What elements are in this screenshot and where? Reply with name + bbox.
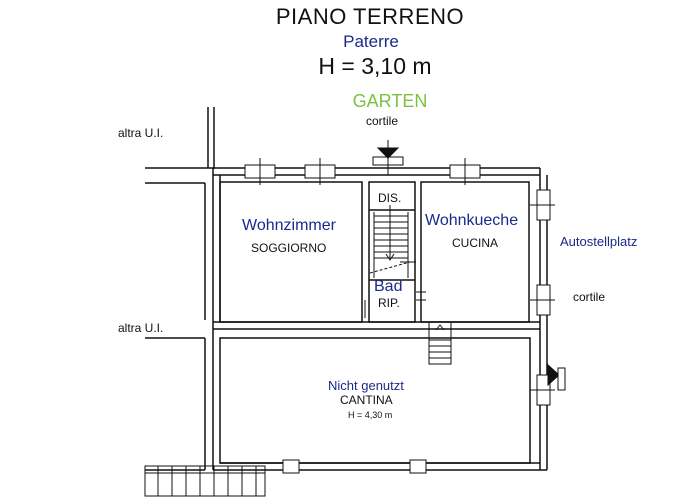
label-cucina: CUCINA — [452, 236, 499, 250]
label-cantina: CANTINA — [340, 393, 393, 407]
steps-cantina — [428, 321, 452, 365]
ceiling-height: H = 3,10 m — [318, 53, 432, 79]
steps-exterior — [144, 465, 266, 497]
label-altra-ui-top: altra U.I. — [118, 126, 164, 140]
label-altra-ui-bottom: altra U.I. — [118, 321, 164, 335]
label-soggiorno: SOGGIORNO — [251, 241, 327, 255]
entrance-door-top — [372, 140, 404, 175]
label-autostellplatz: Autostellplatz — [560, 234, 638, 249]
garden-label: GARTEN — [352, 91, 428, 111]
room-wohnkueche — [420, 181, 530, 323]
label-bad: Bad — [374, 278, 403, 295]
label-cortile-top: cortile — [366, 114, 399, 128]
label-wohnzimmer: Wohnzimmer — [242, 217, 336, 234]
page-subtitle: Paterre — [343, 32, 399, 51]
page-title: PIANO TERRENO — [275, 4, 465, 29]
label-nicht-genutzt: Nicht genutzt — [328, 378, 404, 393]
label-wohnkueche: Wohnkueche — [425, 212, 519, 229]
windows — [244, 158, 555, 474]
door-marks — [364, 261, 426, 318]
label-cortile-right: cortile — [573, 290, 606, 304]
entrance-door-right — [547, 363, 566, 391]
stairs — [369, 205, 411, 278]
label-cantina-height: H = 4,30 m — [348, 410, 393, 420]
label-rip: RIP. — [378, 296, 400, 310]
neighbour-boundary — [145, 107, 215, 471]
label-dis: DIS. — [378, 191, 402, 205]
room-cantina — [219, 337, 531, 464]
